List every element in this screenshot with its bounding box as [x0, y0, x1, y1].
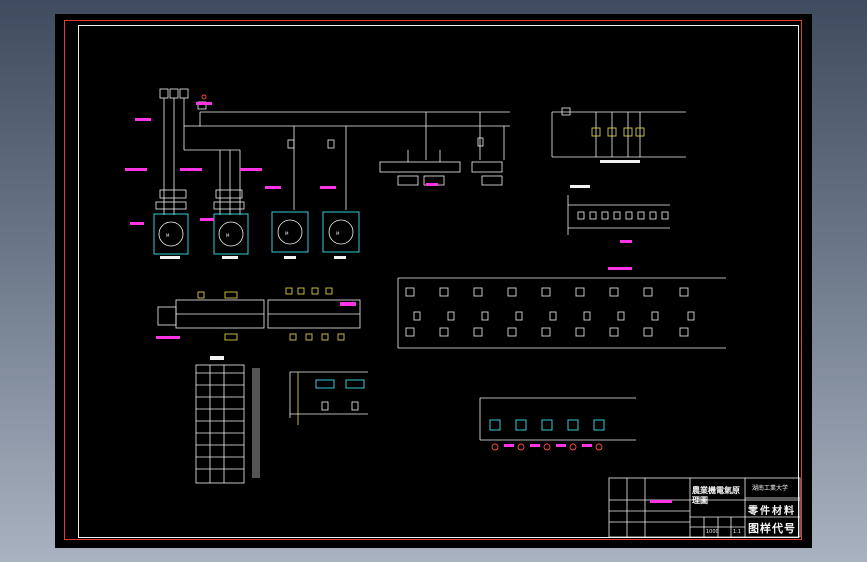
- svg-text:M: M: [285, 231, 289, 236]
- main-power-circuit: M M M M: [125, 88, 510, 259]
- transformer-block: [379, 137, 503, 186]
- plc-wiring: [156, 287, 361, 341]
- material-label: 零件材料: [748, 506, 796, 517]
- drawing-frame: [78, 25, 799, 538]
- svg-text:M: M: [226, 233, 230, 238]
- svg-text:M: M: [166, 233, 170, 238]
- io-table: [195, 356, 260, 484]
- drawing-title: 農業機電氣原理圖: [692, 486, 740, 505]
- number-value: 1000: [706, 529, 719, 535]
- relay-detail: [289, 371, 368, 425]
- lamp-circuit: [479, 397, 636, 451]
- scale-value: 1:1: [733, 529, 742, 535]
- indicator-ladder: [567, 185, 670, 243]
- drawing-sheet: [55, 14, 812, 548]
- title-block: [608, 477, 801, 538]
- school-name: 湖南工業大学: [752, 485, 789, 492]
- sheet-border: [64, 20, 802, 540]
- drawing-number-label: 图样代号: [748, 522, 796, 535]
- relay-ladder: [397, 267, 726, 349]
- svg-text:M: M: [336, 231, 340, 236]
- control-circuit-top-right: [551, 107, 686, 163]
